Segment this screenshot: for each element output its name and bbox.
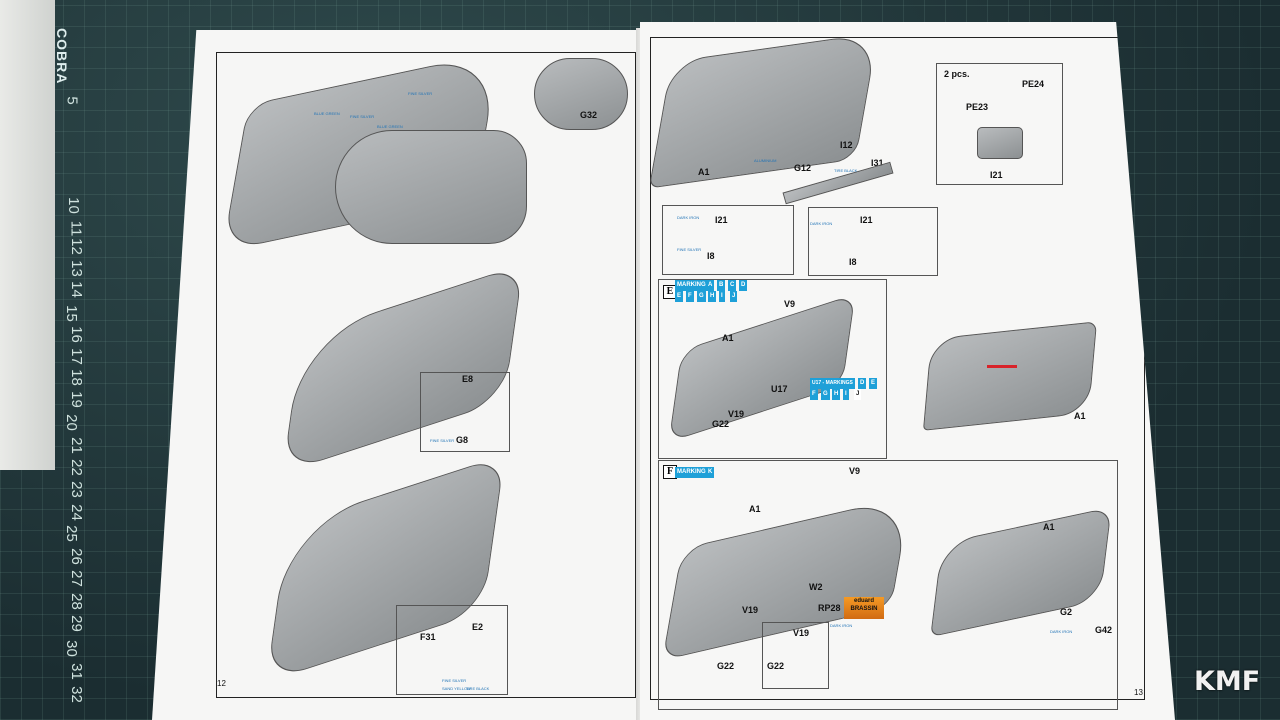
cockpit-assembly-diagram <box>335 130 527 244</box>
part-label: A1 <box>722 333 734 343</box>
part-label: A1 <box>1043 522 1055 532</box>
marking-letter: H <box>832 389 841 400</box>
marking-letter: B <box>717 280 726 291</box>
page-number: 12 <box>217 679 226 688</box>
gun-detail-diagram <box>977 127 1023 159</box>
part-label: A1 <box>1074 411 1086 421</box>
part-label: G32 <box>580 110 598 120</box>
paint-note: FINE SILVER <box>677 247 702 252</box>
quantity-note: 2 pcs. <box>944 69 970 79</box>
part-label: RP28 <box>818 603 841 613</box>
marking-letter: A <box>706 280 715 291</box>
part-label: I21 <box>715 215 728 225</box>
detail-box <box>396 605 508 695</box>
marking-letter: I <box>719 291 725 302</box>
part-label: F31 <box>420 632 436 642</box>
part-label: A1 <box>749 504 761 514</box>
part-label: G8 <box>456 435 469 445</box>
page-frame <box>650 37 1145 700</box>
paint-note: DARK IRON <box>1050 629 1073 634</box>
marking-letter: E <box>675 291 684 302</box>
paint-note: TIRE BLACK <box>466 686 490 691</box>
paint-note: DARK IRON <box>810 221 833 226</box>
paint-note: DARK IRON <box>830 623 853 628</box>
instruction-page-left: G32 E8 G8 F31 E2 BLUE GREEN FINE SILVER … <box>152 30 644 720</box>
part-label: I8 <box>707 251 715 261</box>
detail-box <box>420 372 510 452</box>
page-frame <box>216 52 636 698</box>
marking-letter: D <box>739 280 748 291</box>
part-label: E2 <box>472 622 484 632</box>
paint-note: SAND YELLOW <box>442 686 471 691</box>
part-label: G22 <box>712 419 730 429</box>
red-marking-stripe <box>987 365 1017 368</box>
kmf-watermark: KMF <box>1194 666 1261 697</box>
marking-letter: I <box>843 389 849 400</box>
part-label: V19 <box>728 409 745 419</box>
part-label: PE24 <box>1022 79 1045 89</box>
marking-letter: K <box>706 467 715 478</box>
part-label: I21 <box>860 215 873 225</box>
part-label: G12 <box>794 163 812 173</box>
part-label: G42 <box>1095 625 1113 635</box>
part-label: W2 <box>809 582 823 592</box>
marking-tag: MARKING <box>675 467 708 478</box>
marking-letter: F <box>810 389 818 400</box>
marking-letter: G <box>821 389 830 400</box>
part-label: I21 <box>990 170 1003 180</box>
marking-letter: H <box>708 291 717 302</box>
part-label: V9 <box>849 466 861 476</box>
paint-note: FINE SILVER <box>442 678 467 683</box>
only-note: J <box>854 389 862 400</box>
part-label: V19 <box>742 605 759 615</box>
detail-part-diagram <box>534 58 628 130</box>
paint-note: DARK IRON <box>677 215 700 220</box>
step-e-box <box>658 279 887 459</box>
part-label: V19 <box>793 628 810 638</box>
paint-note: FINE SILVER <box>350 114 375 119</box>
paint-note: TIRE BLACK <box>834 168 858 173</box>
background-paper <box>0 0 55 470</box>
marking-letter: E <box>869 378 878 389</box>
part-label: V9 <box>784 299 796 309</box>
paint-note: ALUMINIUM <box>754 158 777 163</box>
part-label: I31 <box>871 158 884 168</box>
part-label: I8 <box>849 257 857 267</box>
part-label: G22 <box>767 661 785 671</box>
gun-option-box <box>662 205 794 275</box>
gun-option-box <box>808 207 938 276</box>
part-label: PE23 <box>966 102 989 112</box>
mat-ruler: 5 10 11 12 13 14 15 16 17 18 19 20 21 22… <box>62 96 85 703</box>
marking-letter: D <box>858 378 867 389</box>
part-label: G22 <box>717 661 735 671</box>
photo-etched-detail-box <box>936 63 1063 185</box>
marking-letter: C <box>728 280 737 291</box>
part-label: I12 <box>840 140 853 150</box>
part-label: E8 <box>462 374 474 384</box>
detail-box <box>762 622 829 689</box>
marking-letter: J <box>730 291 738 302</box>
marking-letter: G <box>697 291 706 302</box>
paint-note: FINE SILVER <box>408 91 433 96</box>
part-label: G2 <box>1060 607 1073 617</box>
part-label: A1 <box>698 167 710 177</box>
step-f-box <box>658 460 1118 710</box>
page-number: 13 <box>1134 688 1143 697</box>
instruction-page-right: A1 G12 I12 I31 2 pcs. PE23 PE24 I21 I21 … <box>640 22 1175 720</box>
paint-note: FINE SILVER <box>430 438 455 443</box>
marking-letter: F <box>686 291 694 302</box>
part-label: U17 <box>771 384 788 394</box>
markings-tag: MARKINGS <box>675 280 712 291</box>
paint-note: BLUE GREEN <box>377 124 403 129</box>
u17-markings-tag: U17 - MARKINGS <box>810 378 855 389</box>
paint-note: BLUE GREEN <box>314 111 340 116</box>
